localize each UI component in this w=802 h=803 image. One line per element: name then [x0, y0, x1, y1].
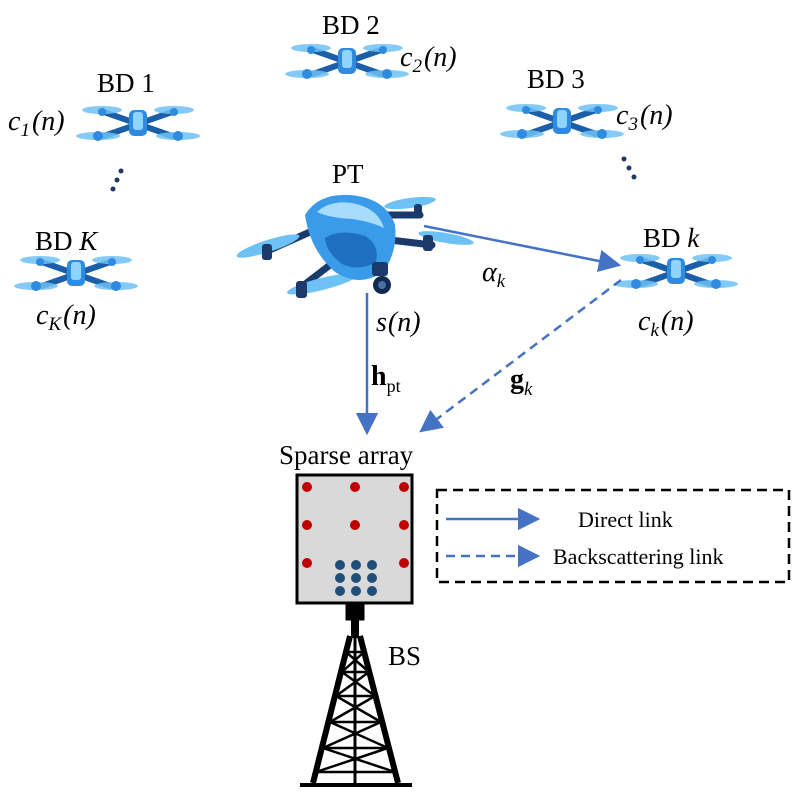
h-label: hpt	[371, 361, 401, 396]
bdk-node: BD k ck(n)	[614, 223, 738, 341]
bdK-node: BD K cK(n)	[14, 226, 138, 335]
bd3-label: BD 3	[527, 64, 585, 94]
array-panel-icon	[295, 473, 414, 605]
tower-icon	[300, 603, 412, 787]
bdk-label: BD k	[643, 223, 700, 253]
bs-label: BS	[388, 641, 421, 671]
bdK-label: BD K	[35, 226, 99, 256]
ellipsis-dots-left	[110, 168, 124, 192]
drone-icon	[14, 256, 138, 291]
bd2-node: BD 2 c2(n)	[285, 10, 457, 79]
legend-backscatter-label: Backscattering link	[553, 544, 723, 569]
drone-icon	[614, 254, 738, 289]
bd2-signal: c2(n)	[400, 42, 457, 77]
bd1-label: BD 1	[97, 68, 155, 98]
bd1-node: BD 1 c1(n)	[8, 68, 200, 141]
bd2-label: BD 2	[322, 10, 380, 40]
alpha-label: αk	[482, 257, 506, 292]
g-label: gk	[510, 364, 533, 400]
drone-icon	[76, 106, 200, 141]
pt-signal: s(n)	[376, 307, 421, 338]
pt-drone-icon	[236, 194, 474, 298]
drone-icon	[285, 44, 409, 79]
bd3-node: BD 3 c3(n)	[500, 64, 673, 139]
link-g	[419, 279, 622, 433]
array-label: Sparse array	[279, 440, 414, 470]
pt-label: PT	[332, 159, 364, 189]
legend-direct-label: Direct link	[578, 507, 673, 532]
legend: Direct link Backscattering link	[435, 488, 791, 584]
link-alpha	[423, 224, 622, 273]
bd3-signal: c3(n)	[616, 100, 673, 135]
bdK-signal: cK(n)	[36, 300, 96, 335]
drone-icon	[500, 104, 624, 139]
bdk-signal: ck(n)	[638, 306, 694, 341]
pt-node: PT s(n)	[236, 159, 474, 338]
bd1-signal: c1(n)	[8, 106, 65, 141]
ellipsis-dots-right	[621, 156, 637, 180]
